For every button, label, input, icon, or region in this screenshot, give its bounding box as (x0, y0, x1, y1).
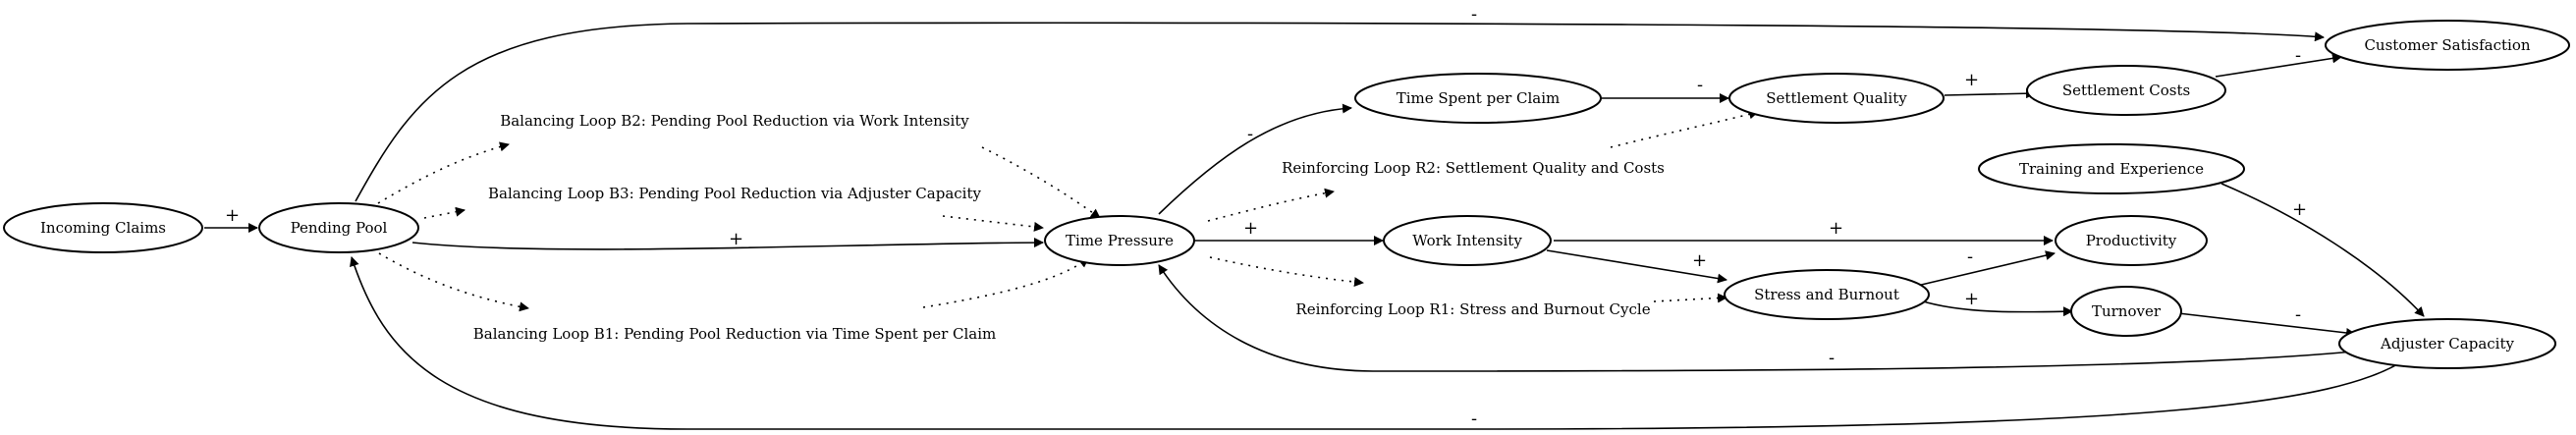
edge-time-pressure-to-time-spent (1158, 103, 1352, 215)
sign-costs-to-customer-satisfaction: - (2295, 45, 2301, 66)
sign-stress-to-productivity: - (1967, 246, 1973, 267)
loop-connector-r1-in (1209, 256, 1364, 288)
sign-capacity-to-pending-pool: - (1471, 408, 1477, 429)
edge-stress-to-turnover (1919, 299, 2073, 317)
node-label: Productivity (2086, 232, 2177, 249)
node-training-and-experience: Training and Experience (1978, 143, 2245, 194)
node-productivity: Productivity (2055, 215, 2208, 266)
node-label: Pending Pool (291, 219, 388, 237)
edges (204, 22, 2425, 430)
loop-connector-b3-in (423, 206, 466, 219)
sign-turnover-to-capacity: - (2295, 304, 2301, 325)
node-label: Customer Satisfaction (2364, 36, 2530, 54)
node-settlement-costs: Settlement Costs (2026, 65, 2226, 116)
node-label: Settlement Quality (1766, 89, 1907, 107)
loop-connector-b1-in (378, 252, 529, 312)
sign-stress-to-turnover: + (1964, 289, 1979, 309)
node-customer-satisfaction: Customer Satisfaction (2325, 20, 2570, 71)
node-label: Turnover (2092, 302, 2162, 320)
sign-training-to-capacity: + (2292, 199, 2307, 220)
edge-pending-to-time-pressure (411, 238, 1044, 250)
edge-pending-to-customer-satisfaction (355, 22, 2325, 202)
node-turnover: Turnover (2070, 286, 2182, 337)
sign-incoming-to-pending: + (225, 205, 240, 226)
loop-connector-b3-out (942, 215, 1044, 232)
loop-connector-b1-out (922, 257, 1089, 308)
edge-capacity-to-time-pressure (1158, 264, 2364, 372)
sign-work-intensity-to-productivity: + (1829, 218, 1843, 239)
node-label: Work Intensity (1412, 232, 1522, 249)
node-incoming-claims: Incoming Claims (3, 202, 203, 253)
node-time-pressure: Time Pressure (1044, 215, 1195, 266)
loop-connector-r2-in (1207, 188, 1335, 222)
node-label: Adjuster Capacity (2380, 335, 2514, 353)
node-label: Time Pressure (1066, 232, 1174, 249)
edge-costs-to-customer-satisfaction (2215, 53, 2342, 78)
sign-quality-to-costs: + (1964, 70, 1979, 90)
loop-label-b2: Balancing Loop B2: Pending Pool Reductio… (500, 112, 969, 130)
nodes: Incoming Claims Pending Pool Time Pressu… (3, 20, 2570, 369)
loop-label-b1: Balancing Loop B1: Pending Pool Reductio… (473, 325, 997, 343)
node-label: Training and Experience (2019, 160, 2204, 178)
sign-pending-to-time-pressure: + (729, 229, 743, 249)
loop-label-r1: Reinforcing Loop R1: Stress and Burnout … (1295, 300, 1650, 318)
edge-capacity-to-pending-pool (350, 256, 2405, 430)
sign-work-intensity-to-stress: + (1692, 250, 1707, 271)
node-adjuster-capacity: Adjuster Capacity (2338, 318, 2556, 369)
sign-time-spent-to-quality: - (1697, 75, 1703, 95)
sign-time-pressure-to-work-intensity: + (1243, 218, 1258, 239)
loop-labels: Balancing Loop B2: Pending Pool Reductio… (473, 112, 1665, 343)
loop-label-r2: Reinforcing Loop R2: Settlement Quality … (1282, 159, 1665, 177)
edge-work-intensity-to-stress (1546, 249, 1727, 284)
edge-quality-to-costs (1944, 88, 2036, 99)
edge-signs: + + - - + - + - + + - + - + - - (225, 4, 2307, 429)
loop-connectors (377, 109, 1759, 312)
sign-pending-to-customer-satisfaction: - (1471, 4, 1477, 25)
loop-label-b3: Balancing Loop B3: Pending Pool Reductio… (488, 185, 981, 202)
node-label: Time Spent per Claim (1397, 89, 1561, 107)
loop-connector-r1-out (1653, 293, 1727, 303)
sign-capacity-to-time-pressure: - (1829, 348, 1835, 368)
loop-connector-b2-in (377, 141, 510, 204)
node-settlement-quality: Settlement Quality (1728, 73, 1945, 124)
loop-connector-r2-out (1610, 109, 1759, 148)
node-stress-and-burnout: Stress and Burnout (1724, 269, 1930, 320)
node-label: Incoming Claims (40, 219, 166, 237)
node-work-intensity: Work Intensity (1383, 215, 1552, 266)
edge-turnover-to-capacity (2177, 312, 2356, 338)
node-label: Stress and Burnout (1754, 286, 1899, 303)
edge-training-to-capacity (2220, 183, 2425, 317)
edge-stress-to-productivity (1916, 250, 2055, 287)
loop-connector-b2-out (981, 146, 1101, 219)
node-pending-pool: Pending Pool (258, 202, 419, 253)
sign-time-pressure-to-time-spent: - (1247, 124, 1253, 144)
node-time-spent-per-claim: Time Spent per Claim (1354, 73, 1602, 124)
node-label: Settlement Costs (2062, 82, 2190, 99)
